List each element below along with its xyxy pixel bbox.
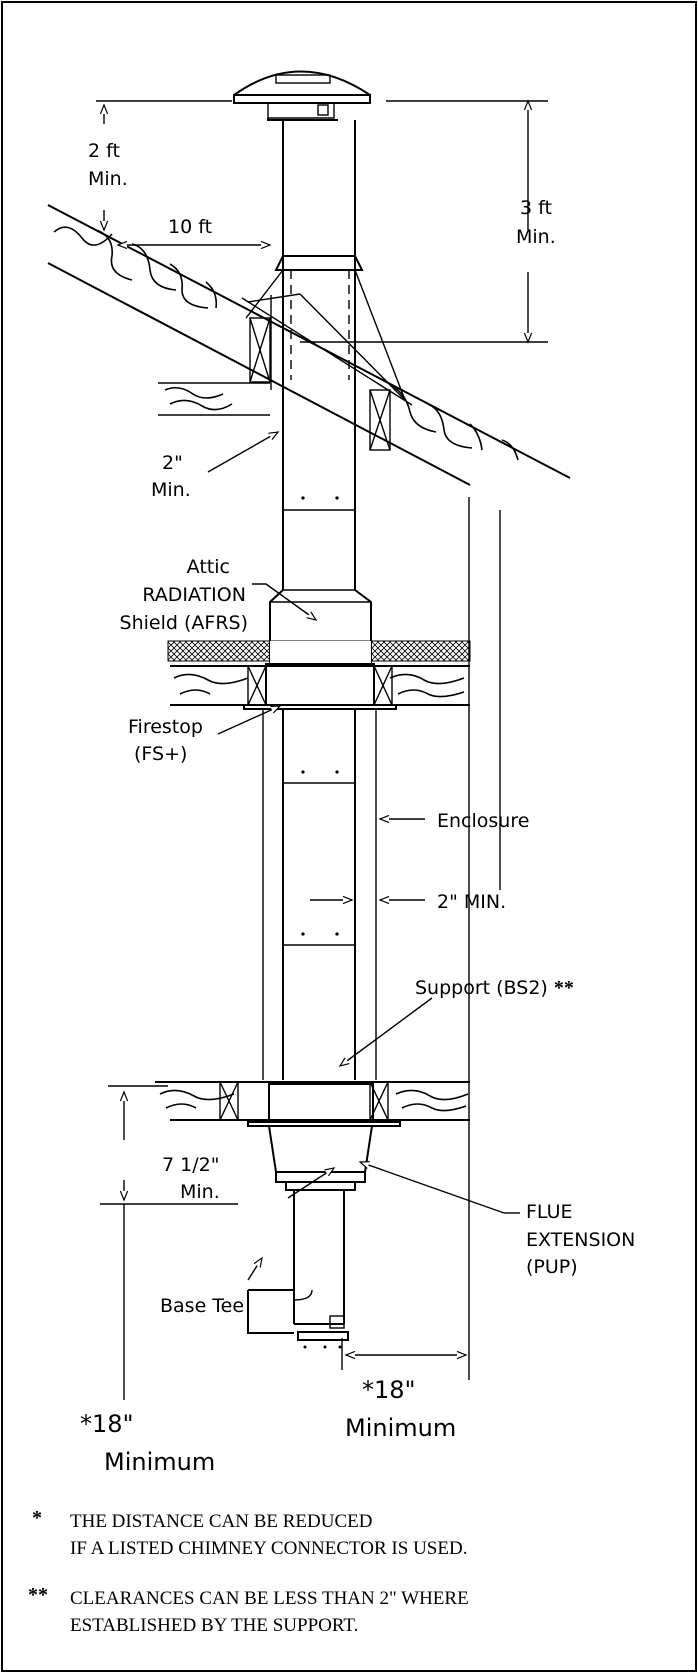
firestop-plate [243,663,397,710]
label-18-left: *18" Minimum [80,1410,215,1476]
label-attic-shield: Attic RADIATION Shield (AFRS) [120,556,252,634]
svg-text:CLEARANCES CAN BE LESS THAN 2": CLEARANCES CAN BE LESS THAN 2" WHERE [70,1588,469,1609]
label-10ft: 10 ft [168,216,212,238]
dim-3ft [300,99,548,344]
label-enclosure: Enclosure [437,810,529,832]
svg-text:**: ** [28,1584,48,1606]
roof-flashing [241,293,413,406]
label-flue-extension: FLUE EXTENSION (PUP) [526,1201,641,1278]
leader-flue [287,1161,520,1214]
ceiling-insulation [167,640,471,663]
label-3ft: 3 ft Min. [516,197,558,248]
svg-text:THE DISTANCE CAN BE REDUCED: THE DISTANCE CAN BE REDUCED [70,1511,372,1532]
dim-7half [100,1085,238,1400]
roof-blocking [249,295,391,451]
storm-collar [245,255,406,401]
footnote-2: ** CLEARANCES CAN BE LESS THAN 2" WHERE … [28,1584,469,1636]
footnote-1: * THE DISTANCE CAN BE REDUCED IF A LISTE… [32,1507,467,1559]
leader-support [338,997,433,1067]
chimney-pipe-upper [282,120,356,590]
leader-base-tee [247,1256,263,1281]
ceiling-joist-lower [170,665,470,706]
ceiling-joist-upper [158,382,270,416]
svg-text:IF A LISTED CHIMNEY CONNECTOR: IF A LISTED CHIMNEY CONNECTOR IS USED. [70,1538,467,1559]
label-base-tee: Base Tee [160,1295,244,1317]
label-2ft: 2 ft Min. [88,140,128,190]
chimney-cap [233,70,371,121]
leader-2in [207,431,280,473]
support-box [247,1083,401,1127]
dim-18-right [341,1338,468,1370]
leader-attic [252,583,318,621]
label-18-right: *18" Minimum [345,1376,456,1442]
leader-firestop [217,705,282,735]
floor-joist [155,1081,470,1121]
flue-extension [268,1125,373,1191]
label-2in-min: 2" MIN. [437,891,506,913]
svg-text:ESTABLISHED BY THE SUPPORT.: ESTABLISHED BY THE SUPPORT. [70,1615,358,1636]
chimney-pipe-lower [282,709,356,1080]
roof-rafter [47,204,571,486]
label-2in: 2" Min. [151,452,191,501]
label-firestop: Firestop (FS+) [128,716,209,765]
enclosure-walls [262,497,501,1380]
dim-2ft [96,100,232,232]
label-7half: 7 1/2" Min. [162,1154,226,1203]
svg-text:*: * [32,1507,42,1529]
base-tee [247,1190,349,1349]
label-support: Support (BS2)** [415,977,574,999]
